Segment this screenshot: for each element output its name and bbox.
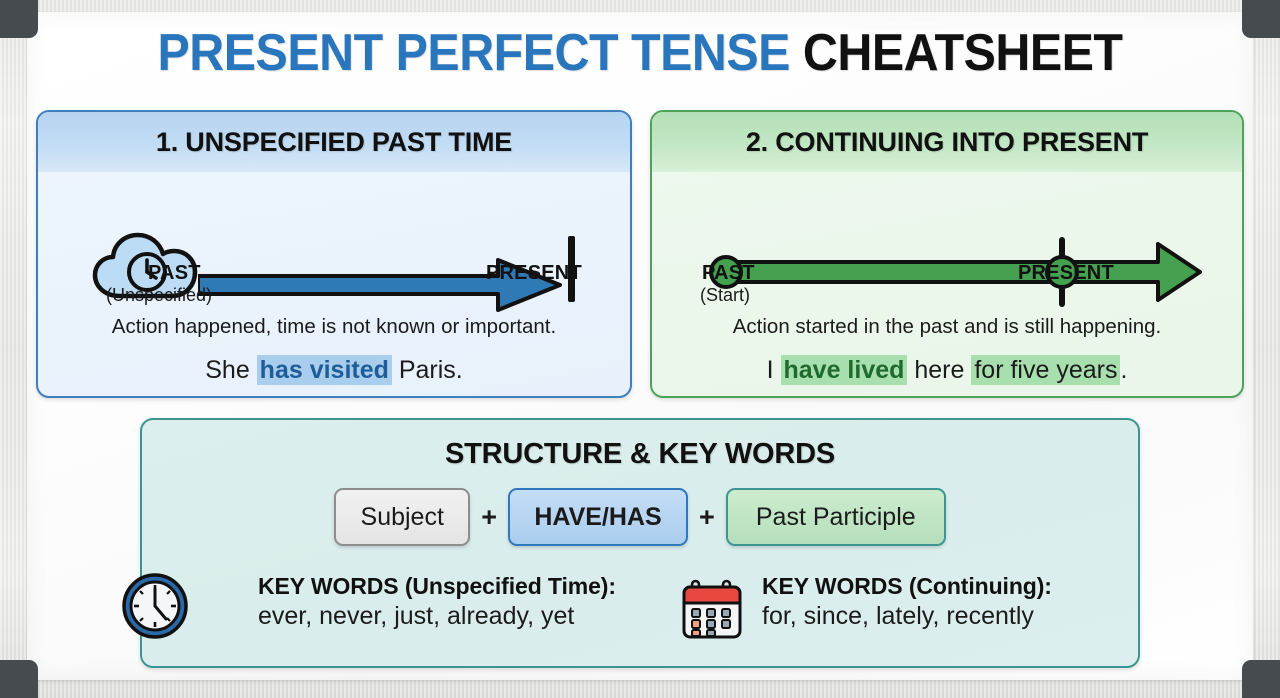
keywords-text-continuing: KEY WORDS (Continuing): for, since, late… [762, 573, 1052, 631]
panel-continuing-into-present: 2. CONTINUING INTO PRESENT PAST PRESENT … [650, 110, 1244, 398]
structure-title: STRUCTURE & KEY WORDS [444, 438, 835, 470]
calendar-icon [678, 575, 746, 648]
panel-structure-key-words: STRUCTURE & KEY WORDS Subject + HAVE/HAS… [122, 418, 1140, 668]
panel2-past-label: PAST [702, 262, 755, 284]
panel2-example-middle: here [907, 356, 972, 384]
page-title-primary: PRESENT PERFECT TENSE [157, 24, 790, 82]
panel1-present-label: PRESENT [486, 262, 582, 284]
panel-continuing-header: 2. CONTINUING INTO PRESENT [652, 112, 1242, 172]
panel-unspecified-past-time: 1. UNSPECIFIED PAST TIME PAST PRESENT (U… [36, 110, 632, 398]
panel2-example-highlight-duration: for five years [971, 355, 1121, 385]
panel1-example-highlight: has visited [256, 355, 392, 385]
formula-plus-1: + [481, 501, 497, 532]
keywords-title-continuing: KEY WORDS (Continuing): [762, 573, 1052, 599]
keywords-title-unspecified: KEY WORDS (Unspecified Time): [258, 573, 616, 599]
panel1-example: She has visited Paris. [38, 355, 630, 385]
panel2-present-label: PRESENT [1018, 262, 1114, 284]
panel1-example-suffix: Paris. [391, 356, 463, 384]
formula-box-auxiliary[interactable]: HAVE/HAS [508, 488, 688, 546]
present-marker-bar [568, 236, 575, 302]
frame-corner-top-left [0, 0, 38, 38]
panel2-example-prefix: I [766, 356, 781, 384]
formula-plus-2: + [699, 501, 715, 532]
panel2-description: Action started in the past and is still … [732, 315, 1162, 338]
panel1-description: Action happened, time is not known or im… [111, 315, 557, 338]
panel1-example-prefix: She [205, 356, 257, 384]
frame-corner-bottom-right [1242, 660, 1280, 698]
timeline-unspecified [38, 172, 630, 312]
page-title-secondary: CHEATSHEET [802, 24, 1123, 82]
panel2-past-sublabel: (Start) [700, 285, 751, 305]
keywords-text-unspecified: KEY WORDS (Unspecified Time): ever, neve… [258, 573, 616, 631]
keywords-list-unspecified: ever, never, just, already, yet [258, 602, 575, 630]
frame-corner-bottom-left [0, 660, 38, 698]
page-title: PRESENT PERFECT TENSE CHEATSHEET [45, 26, 1235, 81]
panel2-example: I have lived here for five years. [652, 355, 1242, 385]
panel2-example-highlight-verb: have lived [780, 355, 908, 385]
panel-unspecified-header: 1. UNSPECIFIED PAST TIME [38, 112, 630, 172]
timeline-continuing [652, 172, 1242, 307]
panel1-past-sublabel: (Unspecified) [106, 285, 213, 305]
panel1-past-label: PAST [148, 262, 201, 284]
formula-row: Subject + HAVE/HAS + Past Participle [142, 488, 1138, 546]
frame-corner-top-right [1242, 0, 1280, 38]
panel2-example-suffix: . [1120, 356, 1128, 384]
clock-icon [120, 571, 190, 646]
cloud-clock-icon [90, 230, 208, 307]
keywords-list-continuing: for, since, lately, recently [762, 602, 1034, 630]
continuing-timeline-arrow-icon [706, 234, 1206, 315]
past-to-present-arrow-icon [196, 254, 568, 321]
formula-box-past-participle[interactable]: Past Participle [725, 488, 946, 546]
formula-box-subject[interactable]: Subject [334, 488, 471, 546]
